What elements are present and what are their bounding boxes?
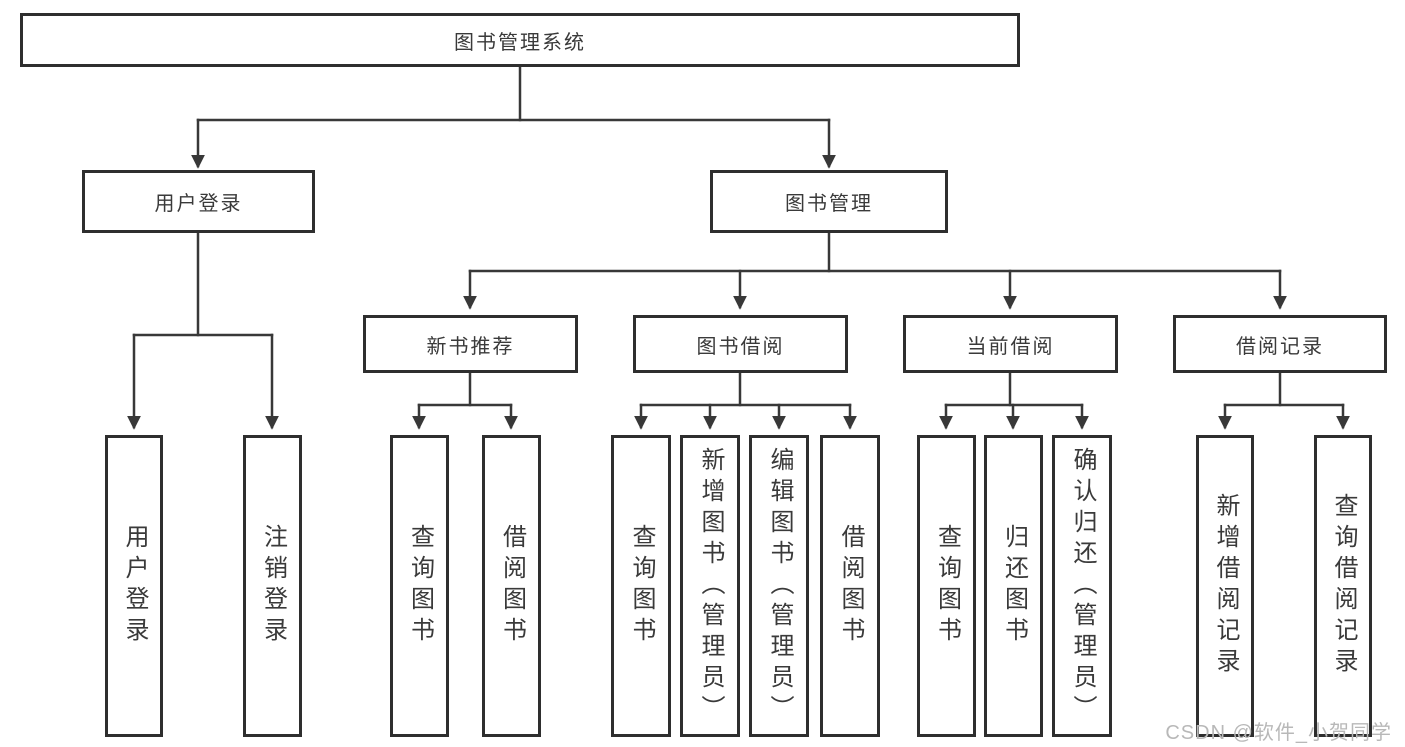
- leaf-edit-books-admin: 编辑图书（管理员）: [749, 435, 809, 737]
- leaf-user-login: 用户登录: [105, 435, 163, 737]
- leaf-query-books-current: 查询图书: [917, 435, 976, 737]
- node-new-book-recommendation: 新书推荐: [363, 315, 578, 373]
- leaf-add-borrow-record: 新增借阅记录: [1196, 435, 1254, 737]
- node-book-management: 图书管理: [710, 170, 948, 233]
- node-label: 借阅图书: [837, 524, 864, 648]
- node-label: 借阅图书: [498, 524, 526, 648]
- leaf-borrow-books-recommend: 借阅图书: [482, 435, 541, 737]
- node-label: 图书管理系统: [454, 31, 586, 54]
- leaf-query-books-recommend: 查询图书: [390, 435, 449, 737]
- node-library-system: 图书管理系统: [20, 13, 1020, 67]
- node-label: 查询借阅记录: [1330, 493, 1357, 679]
- node-current-borrowing: 当前借阅: [903, 315, 1118, 373]
- leaf-query-books-borrowing: 查询图书: [611, 435, 671, 737]
- edges-current-borrowing: [939, 371, 1089, 430]
- node-book-borrowing: 图书借阅: [633, 315, 848, 373]
- edges-borrowing-records: [1218, 371, 1350, 430]
- node-label: 用户登录: [121, 524, 148, 648]
- edges-book-management: [463, 231, 1287, 310]
- node-user-login: 用户登录: [82, 170, 315, 233]
- node-label: 查询图书: [933, 524, 961, 648]
- node-label: 新增图书（管理员）: [697, 446, 724, 726]
- leaf-logout: 注销登录: [243, 435, 302, 737]
- node-borrowing-records: 借阅记录: [1173, 315, 1387, 373]
- node-label: 归还图书: [1000, 524, 1028, 648]
- node-label: 注销登录: [259, 524, 287, 648]
- watermark: CSDN @软件_小贺同学: [1165, 722, 1392, 744]
- leaf-return-books: 归还图书: [984, 435, 1043, 737]
- leaf-query-borrow-record: 查询借阅记录: [1314, 435, 1372, 737]
- edges-new-book-recommendation: [412, 371, 518, 430]
- edges-user-login: [127, 231, 279, 430]
- node-label: 借阅记录: [1236, 335, 1324, 358]
- edges-book-borrowing: [634, 371, 857, 430]
- leaf-borrow-books: 借阅图书: [820, 435, 880, 737]
- node-label: 新书推荐: [426, 335, 515, 358]
- node-label: 图书管理: [785, 193, 873, 215]
- node-label: 查询图书: [406, 524, 434, 648]
- leaf-add-books-admin: 新增图书（管理员）: [680, 435, 740, 737]
- node-label: 查询图书: [628, 524, 655, 648]
- node-label: 用户登录: [154, 193, 243, 215]
- node-label: 当前借阅: [966, 335, 1055, 358]
- edges-root: [191, 65, 836, 169]
- node-label: 新增借阅记录: [1212, 493, 1239, 679]
- node-label: 图书借阅: [696, 335, 785, 358]
- node-label: 编辑图书（管理员）: [766, 446, 793, 726]
- node-label: 确认归还（管理员）: [1069, 446, 1096, 726]
- leaf-confirm-return-admin: 确认归还（管理员）: [1052, 435, 1112, 737]
